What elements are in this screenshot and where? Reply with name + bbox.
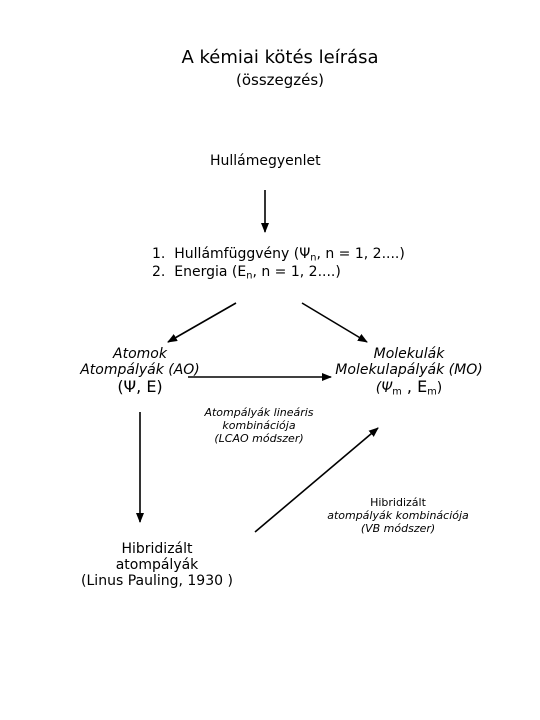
diagram-title: A kémiai kötés leírása [181,47,379,68]
diagram-subtitle: (összegzés) [235,71,325,89]
solution-wavefunction: 1. Hullámfüggvény (Ψn, n = 1, 2....) [152,246,405,264]
arrow-solutions-to-atoms [167,302,237,343]
atoms-node: Atomok Atompályák (AO) (Ψ, E) [80,346,200,397]
vb-note: Hibridizált atompályák kombinációja (VB … [327,496,469,536]
arrow-solutions-to-molecules [301,302,368,343]
lcao-note: Atompályák lineáris kombinációja (LCAO m… [204,406,314,446]
arrow-hybrid-to-molecules [254,427,379,533]
wave-equation-node: Hullámegyenlet [210,153,321,169]
solution-energy: 2. Energia (En, n = 1, 2....) [152,263,341,282]
hybrid-node: Hibridizált atompályák (Linus Pauling, 1… [81,541,233,590]
solutions-list: 1. Hullámfüggvény (Ψn, n = 1, 2....) 2. … [152,246,405,281]
molecules-node: Molekulák Molekulapályák (MO) (Ψm , Em) [335,346,483,398]
